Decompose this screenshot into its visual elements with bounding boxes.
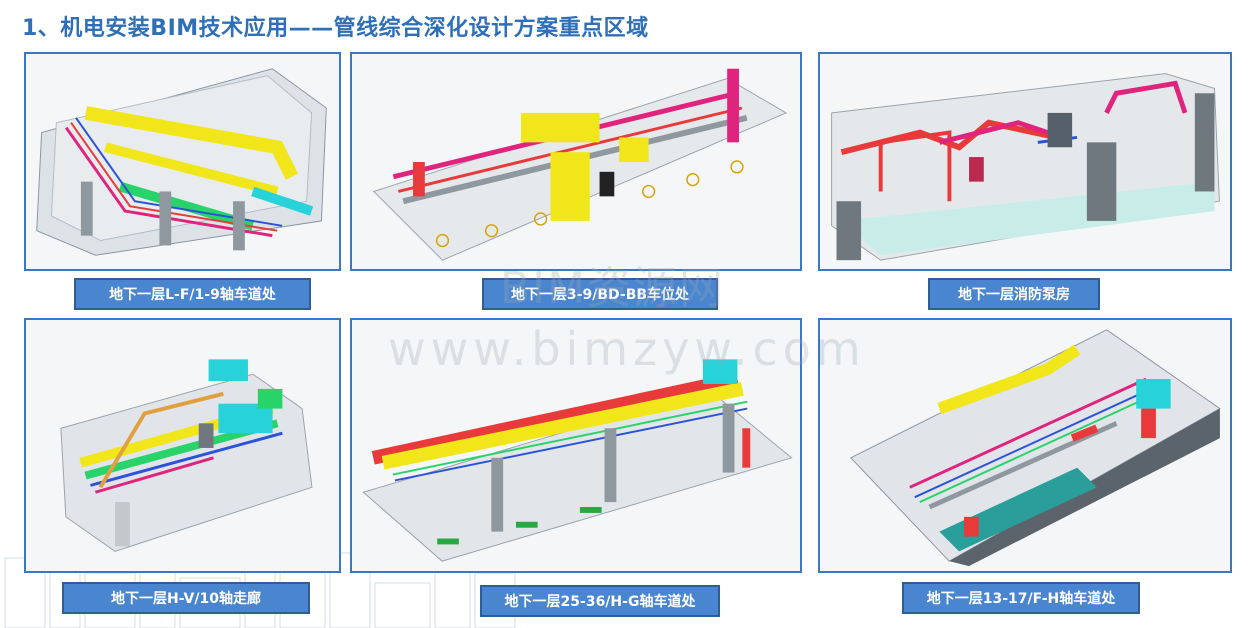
bim-model-image bbox=[26, 320, 339, 571]
bim-model-image bbox=[821, 54, 1229, 269]
bim-model-image bbox=[354, 54, 798, 269]
panel-bim-view-4 bbox=[24, 318, 341, 573]
watermark-line-1: BIM资源网 bbox=[500, 263, 726, 314]
panel-caption-2: 地下一层3-9/BD-BB车位处 bbox=[482, 278, 718, 310]
panel-caption-1: 地下一层L-F/1-9轴车道处 bbox=[74, 278, 311, 310]
panel-caption-6: 地下一层13-17/F-H轴车道处 bbox=[902, 582, 1140, 614]
panel-caption-4: 地下一层H-V/10轴走廊 bbox=[62, 582, 310, 614]
watermark-line-2: www.bimzyw.com bbox=[388, 322, 866, 376]
panel-bim-view-2 bbox=[350, 52, 802, 271]
panel-bim-view-6 bbox=[818, 318, 1232, 573]
panel-bim-view-1 bbox=[24, 52, 341, 271]
bim-model-image bbox=[353, 320, 799, 571]
bim-model-image bbox=[26, 54, 339, 269]
panel-bim-view-5 bbox=[350, 318, 802, 573]
page-title: 1、机电安装BIM技术应用——管线综合深化设计方案重点区域 bbox=[22, 16, 649, 41]
panel-caption-3: 地下一层消防泵房 bbox=[928, 278, 1100, 310]
bim-model-image bbox=[821, 320, 1229, 571]
panel-bim-view-3 bbox=[818, 52, 1232, 271]
panel-caption-5: 地下一层25-36/H-G轴车道处 bbox=[480, 585, 720, 617]
